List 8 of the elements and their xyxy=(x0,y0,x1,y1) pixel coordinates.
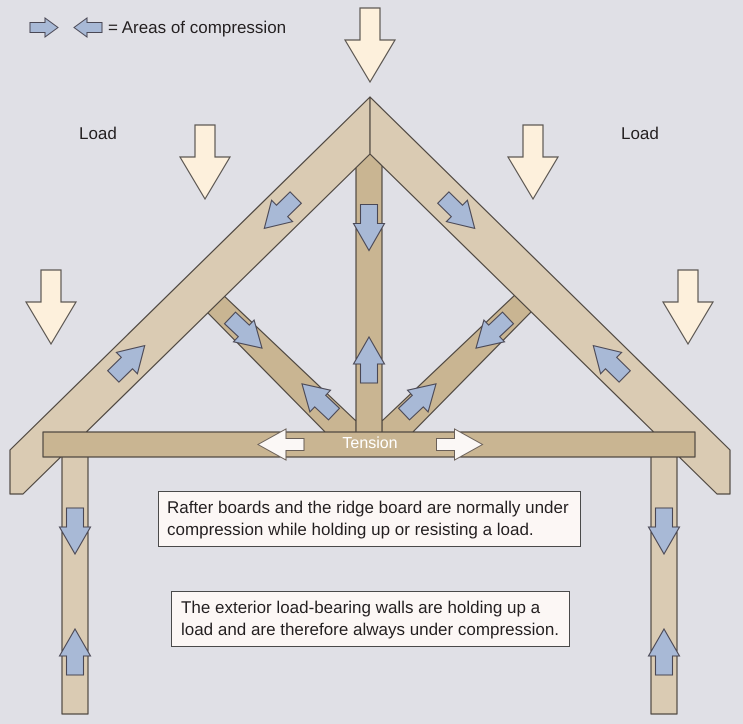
legend-label: = Areas of compression xyxy=(108,17,286,38)
tension-label: Tension xyxy=(342,434,398,454)
load-label: Load xyxy=(79,124,117,144)
note-text: The exterior load-bearing walls are holding up a load and are therefore always under compression. xyxy=(181,597,560,641)
load-label: Load xyxy=(621,124,659,144)
note-box xyxy=(171,591,570,647)
note-text: Rafter boards and the ridge board are normally under compression while holding up or resisting a load. xyxy=(167,497,570,541)
note-box xyxy=(158,491,581,547)
